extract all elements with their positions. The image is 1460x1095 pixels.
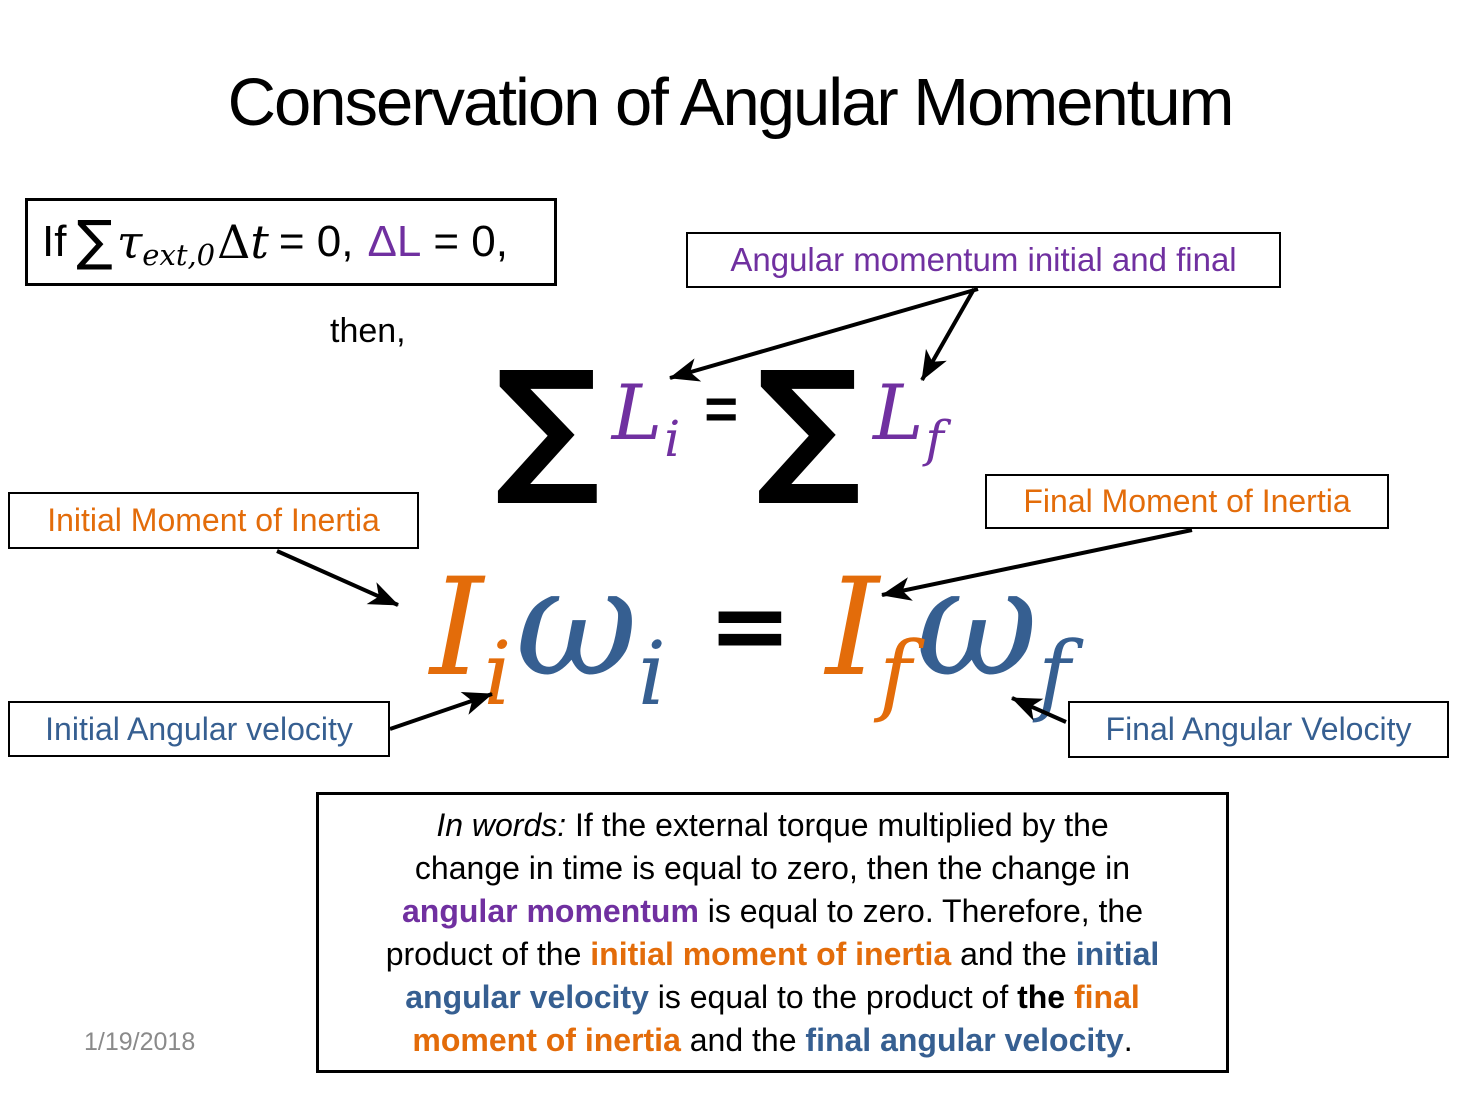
L-final: Lf	[872, 368, 944, 465]
omega-final-subscript: f	[1038, 622, 1071, 725]
in-words-segment: and the	[680, 1022, 806, 1058]
slide-date: 1/19/2018	[84, 1028, 196, 1056]
label-angular-momentum: Angular momentum initial and final	[686, 232, 1281, 288]
sum-symbol-right: ∑	[756, 340, 861, 510]
in-words-segment: initial angular velocity	[405, 936, 1160, 1015]
in-words-segment: initial moment of inertia	[590, 936, 952, 972]
arrow-initial-moi-to-Ii	[276, 549, 399, 607]
in-words-segment: In words:	[436, 807, 567, 843]
label-initial-angular-velocity: Initial Angular velocity	[8, 701, 390, 757]
L-final-subscript: f	[925, 410, 944, 468]
label-initial-moment-of-inertia-text: Initial Moment of Inertia	[47, 502, 380, 538]
sum-symbol: ∑	[76, 208, 113, 272]
sum-equation: ∑Li=∑Lf	[495, 352, 944, 498]
label-final-moment-of-inertia-text: Final Moment of Inertia	[1023, 483, 1351, 519]
omega-final: ω	[915, 536, 1038, 710]
label-initial-angular-velocity-text: Initial Angular velocity	[45, 710, 353, 747]
in-words-segment: is equal to zero. Therefore, the product…	[385, 893, 1144, 972]
label-final-moment-of-inertia: Final Moment of Inertia	[985, 474, 1389, 529]
in-words-segment: If the external torque multiplied by the…	[414, 807, 1131, 886]
L-final-letter: L	[872, 368, 924, 457]
if-label: If	[42, 217, 67, 266]
label-final-angular-velocity-text: Final Angular Velocity	[1105, 711, 1412, 747]
in-words-box: In words: If the external torque multipl…	[316, 792, 1229, 1073]
label-final-angular-velocity: Final Angular Velocity	[1068, 701, 1449, 758]
t-variable: t	[250, 215, 269, 269]
then-label: then,	[330, 312, 406, 350]
condition-box: If ∑ τ ext,0 Δ t = 0, ΔL = 0,	[25, 198, 557, 286]
delta-symbol: Δ	[217, 215, 251, 269]
equals-zero-1: = 0,	[278, 217, 354, 266]
omega-initial: ω	[515, 536, 638, 710]
in-words-segment: angular momentum	[401, 893, 699, 929]
in-words-segment: final angular velocity	[805, 1022, 1124, 1058]
label-angular-momentum-text: Angular momentum initial and final	[730, 241, 1237, 278]
L-initial-letter: L	[611, 368, 663, 457]
omega-initial-subscript: i	[637, 622, 666, 725]
in-words-segment: .	[1123, 1022, 1133, 1058]
I-initial-subscript: i	[483, 622, 512, 725]
delta-L: ΔL	[367, 217, 422, 266]
I-final-subscript: f	[879, 622, 912, 725]
in-words-segment: the	[1017, 979, 1074, 1015]
sum-equals-sign: =	[704, 377, 739, 442]
in-words-segment: final moment of inertia	[412, 979, 1140, 1058]
L-initial: Li	[611, 368, 680, 465]
slide-title: Conservation of Angular Momentum	[227, 65, 1235, 140]
label-initial-moment-of-inertia: Initial Moment of Inertia	[8, 492, 419, 549]
in-words-segment: and the	[951, 936, 1076, 972]
sum-symbol-left: ∑	[495, 340, 600, 510]
main-equals-sign: =	[707, 567, 792, 684]
equals-zero-2: = 0,	[433, 217, 508, 266]
main-equation: Iiωi=Ifωf	[430, 548, 1071, 718]
tau-symbol: τ	[116, 215, 143, 269]
in-words-segment: is equal to the product of	[648, 979, 1018, 1015]
tau-subscript: ext,0	[142, 238, 216, 272]
I-final: I	[825, 549, 880, 706]
I-initial: I	[430, 549, 484, 706]
L-initial-subscript: i	[664, 410, 681, 468]
